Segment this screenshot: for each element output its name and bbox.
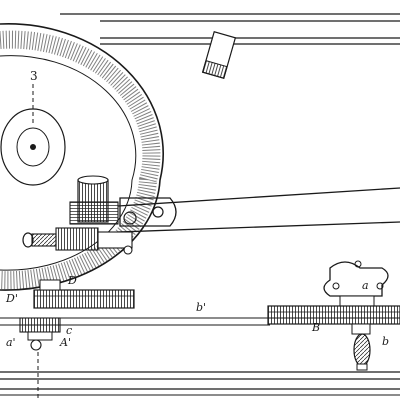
right-mechanism — [267, 260, 400, 371]
lever-arm — [117, 187, 400, 233]
small-block — [201, 31, 237, 79]
figure-number: 3 — [30, 69, 38, 83]
frame-bottom-rail — [0, 371, 400, 396]
large-wheel — [0, 23, 164, 291]
label-d-prime: D' — [5, 292, 18, 305]
label-b-lower: b — [382, 335, 389, 348]
label-a-prime: a' — [6, 336, 16, 349]
label-a-upper-prime: A' — [59, 336, 71, 349]
label-c: c — [66, 324, 72, 337]
frame-top-rail — [60, 13, 400, 45]
screw-shaft — [22, 227, 133, 255]
gear-d-prime — [0, 279, 400, 351]
label-a: a — [362, 279, 369, 292]
label-b-upper: B — [311, 321, 320, 334]
hub-cylinder — [69, 175, 119, 225]
label-d: D — [67, 274, 77, 287]
label-b-prime: b' — [196, 301, 206, 314]
